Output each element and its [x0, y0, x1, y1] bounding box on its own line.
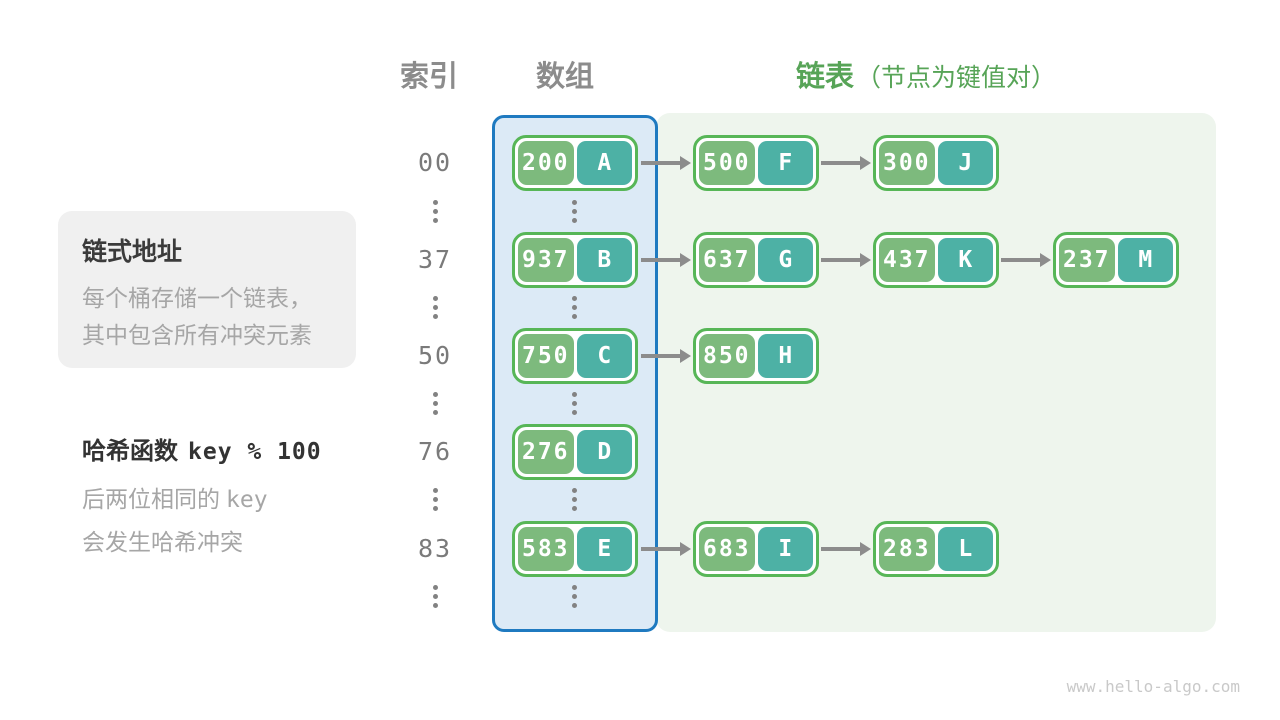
index-label: 83 — [417, 534, 453, 563]
value-cell: M — [1117, 238, 1173, 282]
legend-box: 链式地址 每个桶存储一个链表， 其中包含所有冲突元素 — [58, 211, 356, 368]
chain-node: 237 M — [1053, 232, 1179, 288]
value-cell: C — [576, 334, 632, 378]
arrow-icon — [821, 253, 871, 267]
bucket-node: 937 B — [512, 232, 638, 288]
hash-function-code: key % 100 — [188, 439, 322, 465]
value-cell: I — [757, 527, 813, 571]
hash-conflict-line-2: 会发生哈希冲突 — [82, 529, 243, 555]
chain-node: 437 K — [873, 232, 999, 288]
key-cell: 276 — [518, 430, 574, 474]
legend-line-1: 每个桶存储一个链表， — [82, 285, 312, 311]
watermark: www.hello-algo.com — [1066, 677, 1240, 696]
value-cell: K — [937, 238, 993, 282]
ellipsis-icon — [571, 200, 577, 223]
index-label: 37 — [417, 245, 453, 274]
bucket-node: 583 E — [512, 521, 638, 577]
key-cell: 237 — [1059, 238, 1115, 282]
chain-node: 300 J — [873, 135, 999, 191]
index-column-header: 索引 — [400, 61, 459, 93]
index-label: 00 — [417, 148, 453, 177]
key-cell: 637 — [699, 238, 755, 282]
ellipsis-icon — [432, 200, 438, 223]
index-label: 50 — [417, 341, 453, 370]
value-cell: J — [937, 141, 993, 185]
ellipsis-icon — [432, 296, 438, 319]
ellipsis-icon — [432, 488, 438, 511]
array-column-header: 数组 — [536, 61, 595, 93]
key-cell: 937 — [518, 238, 574, 282]
list-header-note: （节点为键值对） — [856, 64, 1057, 92]
bucket-node: 276 D — [512, 424, 638, 480]
key-cell: 437 — [879, 238, 935, 282]
ellipsis-icon — [571, 296, 577, 319]
arrow-icon — [1001, 253, 1051, 267]
ellipsis-icon — [432, 585, 438, 608]
value-cell: A — [576, 141, 632, 185]
list-header-label: 链表 — [796, 61, 855, 93]
chain-node: 500 F — [693, 135, 819, 191]
list-column-header: 链表 （节点为键值对） — [796, 53, 1056, 95]
value-cell: H — [757, 334, 813, 378]
key-cell: 200 — [518, 141, 574, 185]
hash-conflict-text: 后两位相同的 — [82, 486, 220, 512]
value-cell: F — [757, 141, 813, 185]
legend-title: 链式地址 — [82, 238, 183, 266]
value-cell: D — [576, 430, 632, 474]
key-cell: 583 — [518, 527, 574, 571]
arrow-icon — [821, 156, 871, 170]
ellipsis-icon — [432, 392, 438, 415]
key-cell: 283 — [879, 527, 935, 571]
arrow-icon — [641, 156, 691, 170]
chain-node: 637 G — [693, 232, 819, 288]
arrow-icon — [641, 253, 691, 267]
hash-function-label: 哈希函数 — [82, 438, 178, 465]
hash-function-line: 哈希函数 key % 100 — [82, 431, 422, 466]
bucket-node: 200 A — [512, 135, 638, 191]
key-cell: 300 — [879, 141, 935, 185]
ellipsis-icon — [571, 585, 577, 608]
ellipsis-icon — [571, 392, 577, 415]
value-cell: G — [757, 238, 813, 282]
key-cell: 500 — [699, 141, 755, 185]
chain-node: 283 L — [873, 521, 999, 577]
arrow-icon — [821, 542, 871, 556]
chain-node: 683 I — [693, 521, 819, 577]
bucket-node: 750 C — [512, 328, 638, 384]
key-cell: 850 — [699, 334, 755, 378]
key-cell: 750 — [518, 334, 574, 378]
legend-text: 每个桶存储一个链表， 其中包含所有冲突元素 — [82, 280, 332, 354]
key-cell: 683 — [699, 527, 755, 571]
arrow-icon — [641, 542, 691, 556]
value-cell: L — [937, 527, 993, 571]
value-cell: E — [576, 527, 632, 571]
chain-node: 850 H — [693, 328, 819, 384]
legend-line-2: 其中包含所有冲突元素 — [82, 322, 312, 348]
hash-conflict-key-code: key — [226, 487, 268, 513]
arrow-icon — [641, 349, 691, 363]
value-cell: B — [576, 238, 632, 282]
ellipsis-icon — [571, 488, 577, 511]
index-label: 76 — [417, 437, 453, 466]
